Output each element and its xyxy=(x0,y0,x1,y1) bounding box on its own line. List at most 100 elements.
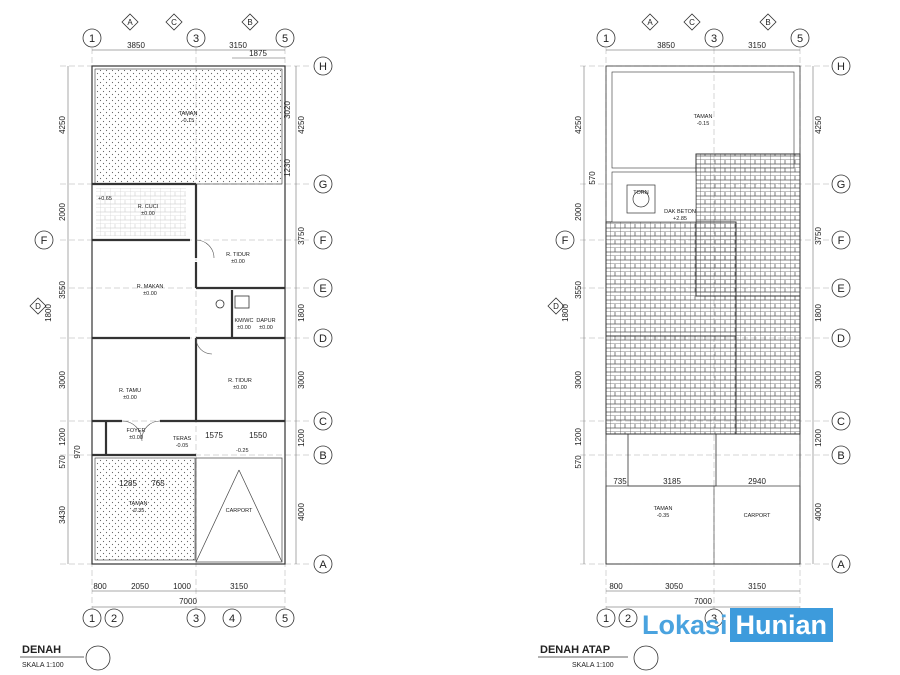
dim-label: 2050 xyxy=(131,582,149,591)
right-left-axis-circle xyxy=(555,230,575,250)
dim-label: 4250 xyxy=(814,116,823,134)
left-top-axes: 1 3 5 xyxy=(82,28,295,48)
front-garden-level: -0.35 xyxy=(657,513,670,519)
left-section-marks: A C B xyxy=(121,13,259,31)
garden-top xyxy=(94,68,283,185)
left-plan: 1 3 5 A C B 3850 3150 1875 xyxy=(20,13,333,671)
dim-label: 1230 xyxy=(283,159,292,177)
dim-label: 4000 xyxy=(814,503,823,521)
dim-label: 735 xyxy=(613,477,627,486)
dim-label: 1200 xyxy=(574,428,583,446)
slab-level: +2.85 xyxy=(673,216,687,222)
dim-label: 1000 xyxy=(173,582,191,591)
section-mark: C xyxy=(171,18,177,27)
left-bottom-axes: 1 2 3 4 5 xyxy=(82,608,295,628)
door-swings xyxy=(121,239,215,442)
room-level: ±0.00 xyxy=(143,291,157,297)
dim-label: 1200 xyxy=(814,429,823,447)
garden-front xyxy=(94,457,196,561)
right-right-axes: H G F E D C B A xyxy=(831,56,851,574)
section-mark: B xyxy=(247,18,252,27)
right-top-axes: 1 3 5 xyxy=(596,28,810,48)
dim-label: 4250 xyxy=(58,116,67,134)
dim-label: 3000 xyxy=(297,371,306,389)
room-name: R. TIDUR xyxy=(228,378,252,384)
axis-label: 3 xyxy=(711,613,717,625)
dim-label: 3185 xyxy=(663,477,681,486)
axis-label: B xyxy=(319,450,326,462)
north-symbol xyxy=(633,645,659,671)
axis-label: F xyxy=(320,235,327,247)
room-name: TAMAN xyxy=(179,111,198,117)
dim-label: 1800 xyxy=(814,304,823,322)
dim-label: 570 xyxy=(588,171,597,185)
dim-label: 570 xyxy=(574,455,583,469)
section-mark: D xyxy=(553,302,559,311)
slab-label: DAK BETON xyxy=(664,209,696,215)
axis-label: G xyxy=(837,179,846,191)
axis-label: 5 xyxy=(282,613,288,625)
room-name: CARPORT xyxy=(226,508,253,514)
dim-label: 1800 xyxy=(44,304,53,322)
room-level: ±0.00 xyxy=(231,259,245,265)
dim-label: 3150 xyxy=(229,41,247,50)
axis-label: D xyxy=(319,333,327,345)
left-right-axes: H G F E D C B A xyxy=(313,56,333,574)
left-outer-wall xyxy=(91,65,286,565)
left-top-dims: 3850 3150 1875 xyxy=(92,41,285,59)
left-axis-circle xyxy=(34,230,54,250)
left-bottom-dims: 800 2050 1000 3150 7000 xyxy=(92,582,285,608)
section-mark: A xyxy=(647,18,653,27)
water-tank xyxy=(626,184,656,214)
axis-label: D xyxy=(837,333,845,345)
dim-label: 3750 xyxy=(814,227,823,245)
axis-label: F xyxy=(41,235,48,247)
watermark-part1: Lokasi xyxy=(642,609,728,640)
dim-label: 3850 xyxy=(657,41,675,50)
right-bottom-dims: 800 3050 3150 7000 xyxy=(606,582,800,608)
room-level: -0.35 xyxy=(132,508,145,514)
axis-label: A xyxy=(837,559,845,571)
axis-label: 2 xyxy=(111,613,117,625)
axis-label: 3 xyxy=(711,33,717,45)
left-room-labels: TAMAN -0.15 R. CUCI ±0.00 R. TIDUR ±0.00… xyxy=(98,111,276,514)
dim-label: 4000 xyxy=(297,503,306,521)
dim-label: 1550 xyxy=(249,431,267,440)
dim-label: 1875 xyxy=(249,49,267,58)
room-name: TAMAN xyxy=(129,501,148,507)
room-level: ±0.00 xyxy=(259,325,273,331)
toilet-icon xyxy=(215,299,225,309)
section-mark: C xyxy=(689,18,695,27)
dim-label: 3050 xyxy=(665,582,683,591)
section-mark: A xyxy=(127,18,133,27)
axis-label: 3 xyxy=(193,33,199,45)
room-name: R. MAKAN xyxy=(137,284,164,290)
carport-label: CARPORT xyxy=(744,513,771,519)
roof-tiles-top xyxy=(695,153,801,297)
axis-label: F xyxy=(562,235,569,247)
axis-label: 1 xyxy=(89,613,95,625)
room-name: FOYER xyxy=(127,428,146,434)
room-name: R. TIDUR xyxy=(226,252,250,258)
room-level: ±0.00 xyxy=(233,385,247,391)
dim-label: 1200 xyxy=(297,429,306,447)
axis-label: 2 xyxy=(625,613,631,625)
dim-label: 3150 xyxy=(748,41,766,50)
roof-garden-level: -0.15 xyxy=(697,121,710,127)
axis-label: F xyxy=(838,235,845,247)
room-level: ±0.00 xyxy=(237,325,251,331)
room-level: ±0.00 xyxy=(141,211,155,217)
dim-label: 3000 xyxy=(574,371,583,389)
dim-label: 3150 xyxy=(230,582,248,591)
dim-label: 1800 xyxy=(561,304,570,322)
watermark-part2: Hunian xyxy=(729,608,834,642)
concrete-slab xyxy=(611,171,697,223)
wash-area xyxy=(96,188,186,236)
dim-label: 3430 xyxy=(58,506,67,524)
right-left-dims: 4250 570 2000 3550 1800 3000 1200 570 xyxy=(561,66,597,564)
dim-label: 3000 xyxy=(58,371,67,389)
room-name: TERAS xyxy=(173,436,192,442)
right-plan-scale: SKALA 1:100 xyxy=(572,662,614,669)
dim-label: 4250 xyxy=(574,116,583,134)
